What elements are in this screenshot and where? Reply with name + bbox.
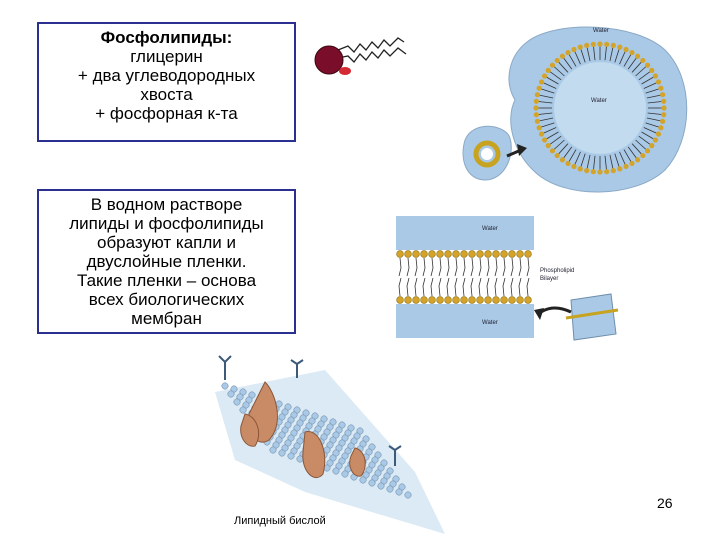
water-label-outer: Water: [593, 28, 609, 34]
bilayer-label-line1: Phospholipid: [540, 268, 574, 274]
aqueous-solution-box: В водном растворе липиды и фосфолипиды о…: [37, 189, 296, 334]
phospholipid-molecule-illustration: [314, 37, 407, 75]
micelle-illustration: Water Water: [462, 26, 688, 193]
box-line: глицерин: [130, 47, 203, 66]
box-line: образуют капли и: [96, 233, 236, 252]
membrane-caption: Липидный бислой: [234, 515, 326, 527]
box-line: двуслойные пленки.: [86, 252, 247, 271]
box-line: В водном растворе: [90, 195, 243, 214]
box-title: Фосфолипиды:: [100, 28, 233, 47]
box-line: Такие пленки – основа: [76, 271, 257, 290]
box-line: всех биологических: [88, 290, 245, 309]
box-line: мембран: [131, 309, 202, 328]
water-label-bottom: Water: [482, 320, 498, 326]
phospholipid-definition-box: Фосфолипиды: глицерин + два углеводородн…: [37, 22, 296, 142]
box-line: липиды и фосфолипиды: [69, 214, 264, 233]
box-line: хвоста: [140, 85, 193, 104]
box-line: + два углеводородных: [77, 66, 256, 85]
page-number: 26: [657, 495, 673, 511]
water-label-inner: Water: [591, 98, 607, 104]
cell-membrane-illustration: [215, 355, 445, 534]
box-line: + фосфорная к-та: [95, 104, 238, 123]
phospholipid-bilayer-illustration: Water Water Phospholipid Bilayer: [396, 216, 619, 341]
water-label-top: Water: [482, 226, 498, 232]
bilayer-label-line2: Bilayer: [540, 276, 558, 282]
